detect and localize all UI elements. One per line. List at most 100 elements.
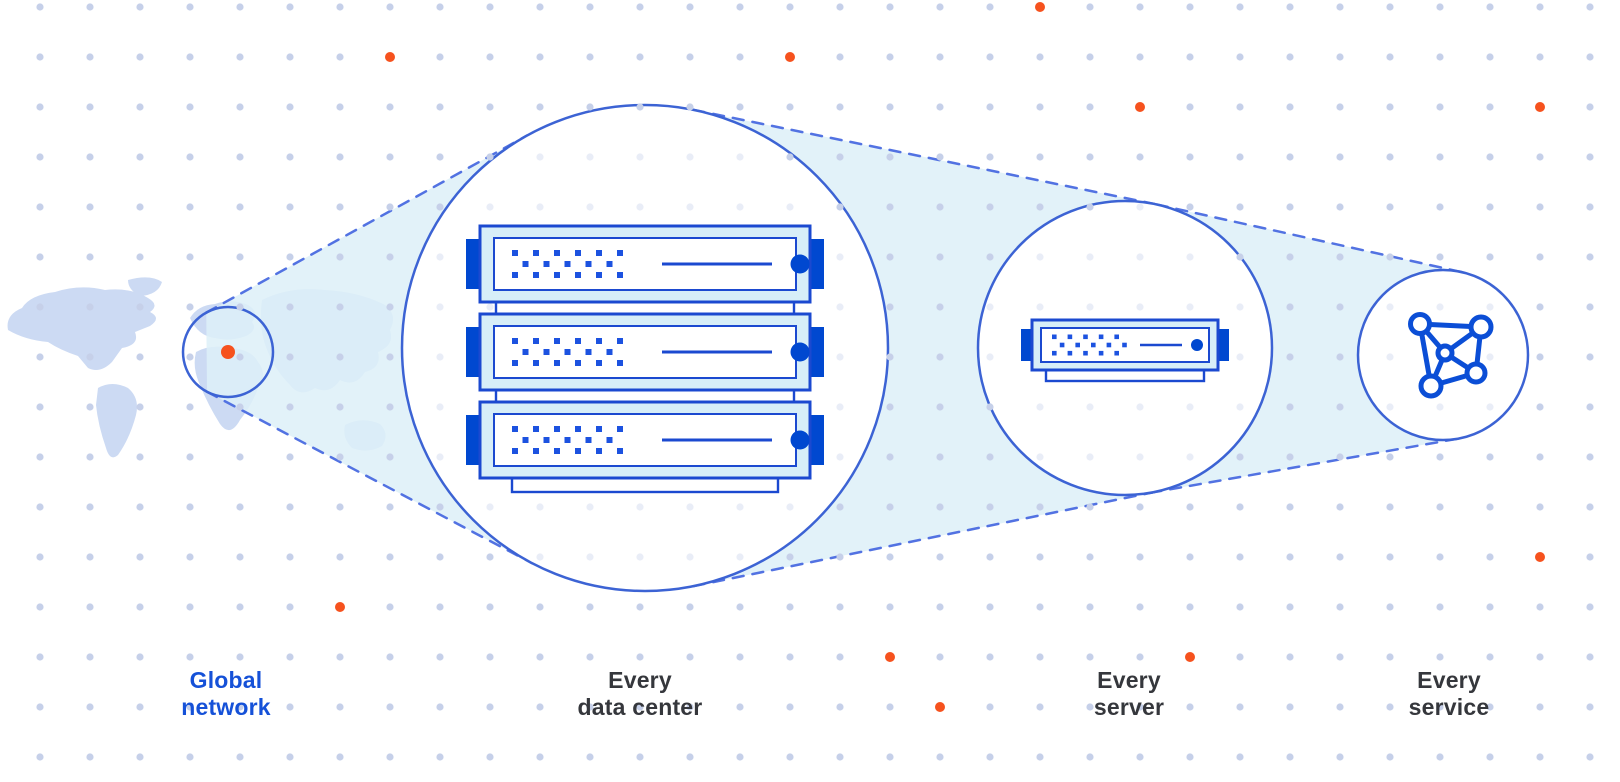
grid-dot [136,403,144,411]
grid-dot [1086,653,1094,661]
grid-dot [1486,553,1494,561]
grid-dot [1436,403,1444,411]
grid-dot [936,303,944,311]
grid-dot [1536,203,1544,211]
grid-dot [1336,653,1344,661]
grid-dot [786,703,794,711]
grid-dot [586,153,594,161]
vent-square [1122,342,1127,348]
grid-dot [836,453,844,461]
grid-dot [586,3,594,11]
label-global-network: Global network [96,667,356,721]
grid-dot [1286,753,1294,761]
grid-dot [36,753,44,761]
orange-grid-dot [1035,2,1045,12]
grid-dot [186,553,194,561]
grid-dot [386,103,394,111]
grid-dot [286,753,294,761]
vent-square [1052,334,1057,340]
grid-dot [236,453,244,461]
grid-dot [1086,53,1094,61]
label-line: service [1408,694,1490,720]
grid-dot [1186,403,1194,411]
grid-dot [1486,3,1494,11]
grid-dot [536,703,544,711]
grid-dot [836,403,844,411]
vent-square [606,261,613,267]
vent-square [512,272,518,278]
grid-dot [186,103,194,111]
grid-dot [1336,603,1344,611]
grid-dot [36,603,44,611]
grid-dot [1036,53,1044,61]
grid-dot [236,553,244,561]
grid-dot [736,503,744,511]
grid-dot [1186,703,1194,711]
grid-dot [536,653,544,661]
vent-square [1098,350,1104,356]
grid-dot [1136,53,1144,61]
grid-dot [986,253,994,261]
grid-dot [1236,353,1244,361]
vent-square [596,338,602,344]
grid-dot [1586,753,1594,761]
grid-dot [386,703,394,711]
grid-dot [1386,703,1394,711]
grid-dot [1136,453,1144,461]
grid-dot [1036,303,1044,311]
grid-dot [536,203,544,211]
grid-dot [1336,503,1344,511]
grid-dot [1586,653,1594,661]
grid-dot [1336,253,1344,261]
grid-dot [1086,503,1094,511]
vent-square [533,250,539,256]
map-marker-dot [221,345,235,359]
grid-dot [1386,153,1394,161]
grid-dot [336,153,344,161]
grid-dot [936,653,944,661]
grid-dot [86,703,94,711]
grid-dot [1036,403,1044,411]
grid-dot [1336,303,1344,311]
grid-dot [586,203,594,211]
grid-dot [286,253,294,261]
grid-dot [1086,253,1094,261]
grid-dot [686,653,694,661]
grid-dot [1486,303,1494,311]
grid-dot [1436,603,1444,611]
grid-dot [1036,253,1044,261]
grid-dot [386,753,394,761]
grid-dot [436,53,444,61]
grid-dot [436,303,444,311]
grid-dot [1586,103,1594,111]
grid-dot [1286,203,1294,211]
grid-dot [1386,653,1394,661]
grid-dot [1486,53,1494,61]
grid-dot [436,353,444,361]
grid-dot [236,353,244,361]
grid-dot [1336,53,1344,61]
grid-dot [236,253,244,261]
grid-dot [586,653,594,661]
grid-dot [336,103,344,111]
vent-square [1098,334,1104,340]
grid-dot [636,703,644,711]
label-line: server [1093,694,1165,720]
grid-dot [1186,453,1194,461]
grid-dot [1486,403,1494,411]
grid-dot [1336,553,1344,561]
grid-dot [336,303,344,311]
grid-dot [1586,3,1594,11]
grid-dot [286,503,294,511]
grid-dot [1536,303,1544,311]
grid-dot [636,503,644,511]
grid-dot [1136,3,1144,11]
grid-dot [236,203,244,211]
orange-grid-dot [1185,652,1195,662]
vent-square [554,448,560,454]
grid-dot [386,203,394,211]
dashed-tangent-line [1149,437,1459,495]
vent-square [543,437,550,443]
grid-dot [1236,203,1244,211]
vent-square [596,426,602,432]
